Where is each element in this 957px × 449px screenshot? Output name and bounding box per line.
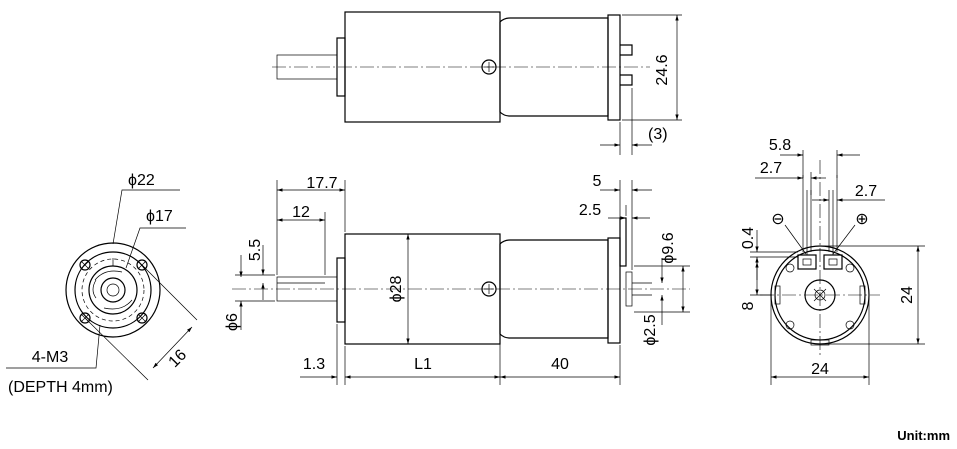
dim-phi6-label: ϕ6: [224, 313, 241, 331]
side-endcap: [607, 237, 621, 344]
dim-24-vertical-label: 24: [899, 286, 916, 304]
front-shaft-flat: [92, 270, 133, 310]
dim-phi2-5-label: ϕ2.5: [642, 314, 659, 345]
rear-boss: [804, 279, 836, 311]
front-bolt-circle: [81, 258, 145, 322]
dim-2-5-label: 2.5: [579, 202, 601, 219]
dim-5-8-label: 5.8: [769, 137, 791, 154]
dim-phi22-label: ϕ22: [128, 172, 155, 189]
top-view: [272, 11, 682, 155]
top-terminal-1: [620, 44, 633, 56]
side-terminal: [619, 217, 627, 267]
dim-L1-label: L1: [414, 356, 432, 373]
side-screw: [481, 281, 497, 297]
dim-phi28-label: ϕ28: [388, 276, 405, 303]
dim-5-5-label: 5.5: [247, 239, 264, 261]
dim-8-label: 8: [740, 301, 757, 310]
dim-phi9-6-label: ϕ9.6: [660, 232, 677, 263]
dim-12-label: 12: [292, 204, 310, 221]
side-view: [232, 180, 690, 385]
dim-5-label: 5: [593, 173, 602, 190]
dim-2-7-left-label: 2.7: [760, 160, 782, 177]
front-flange-circle: [74, 251, 152, 329]
front-shaft: [100, 277, 126, 303]
top-endcap: [607, 14, 621, 121]
front-outer-circle: [65, 242, 161, 338]
dim-24-6-label: 24.6: [654, 54, 671, 85]
rear-holes: [785, 263, 855, 330]
side-flange: [336, 257, 346, 323]
hole-depth-label: (DEPTH 4mm): [8, 379, 113, 396]
dim-0-4-label: 0.4: [740, 227, 757, 249]
minus-terminal-symbol: ⊖: [771, 211, 784, 228]
front-view: [6, 189, 198, 381]
dim-24-horizontal-label: 24: [811, 361, 829, 378]
front-pilot-circle: [88, 265, 138, 315]
hole-spec-label: 4-M3: [32, 349, 69, 366]
rear-clips: [774, 285, 866, 346]
dim-2-7-right-label: 2.7: [855, 183, 877, 200]
dim-17-7-label: 17.7: [306, 175, 337, 192]
dim-40-label: 40: [551, 356, 569, 373]
dim-1-3-label: 1.3: [303, 356, 325, 373]
rear-view: [750, 150, 925, 385]
plus-terminal-symbol: ⊕: [855, 211, 868, 228]
unit-label: Unit:mm: [897, 428, 950, 443]
top-terminal-2: [620, 74, 633, 86]
dim-3-label: (3): [648, 126, 668, 143]
dim-16-label: 16: [166, 346, 191, 371]
dim-phi17-label: ϕ17: [146, 208, 173, 225]
top-screw: [481, 59, 497, 75]
side-rear-boss: [625, 271, 633, 307]
